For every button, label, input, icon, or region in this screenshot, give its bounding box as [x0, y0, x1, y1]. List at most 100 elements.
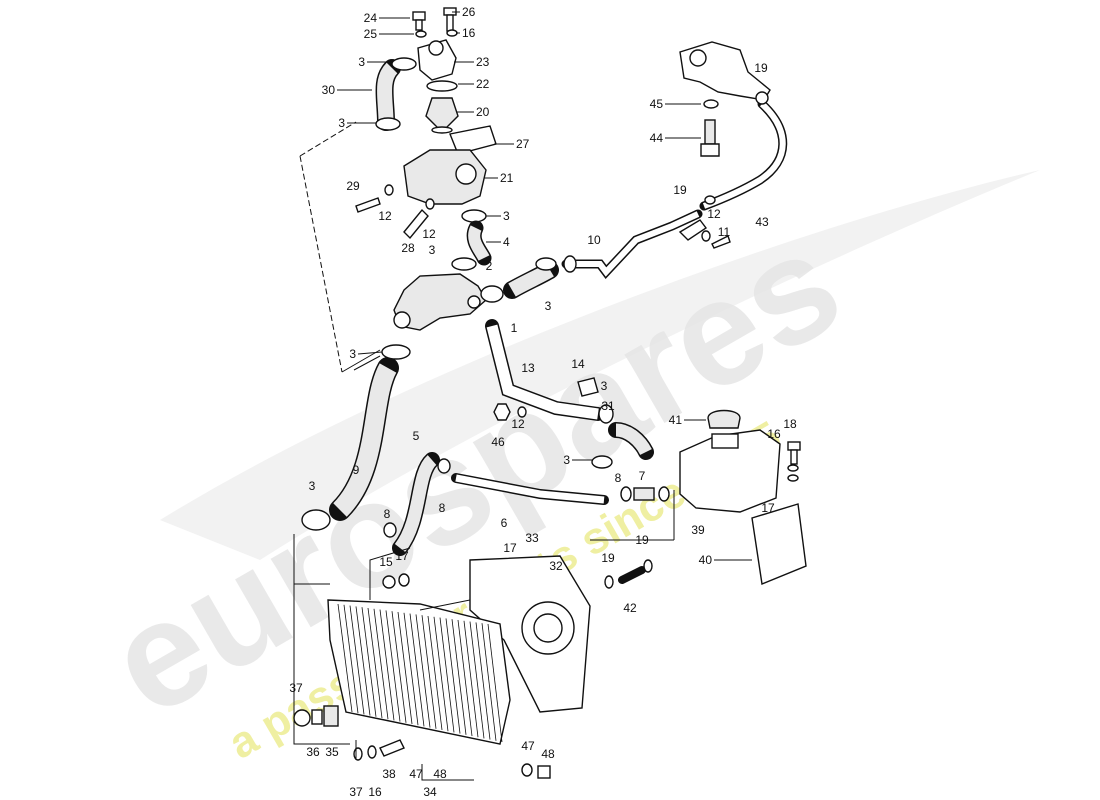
- callout-31: 31: [601, 399, 615, 413]
- washer-12-a: [384, 184, 394, 196]
- radiator-fin: [391, 611, 407, 723]
- leader-radiator-bottom: [293, 584, 350, 745]
- callout-16: 16: [368, 785, 382, 799]
- washer-37-a: [293, 709, 311, 727]
- callout-28: 28: [401, 241, 415, 255]
- callout-16: 16: [462, 26, 476, 40]
- clamp-8-a: [620, 486, 632, 502]
- leader-3-g: [341, 349, 381, 373]
- callout-41: 41: [669, 413, 683, 427]
- clamp-3-b: [375, 117, 401, 131]
- radiator-fin: [355, 606, 371, 716]
- housing-21-outlet: [455, 163, 477, 185]
- radiator-fin: [481, 623, 497, 741]
- callout-48: 48: [433, 767, 447, 781]
- hose-43-inner: [702, 101, 786, 209]
- clamp-19-top: [755, 91, 769, 105]
- temp-sensor-44: [704, 119, 716, 145]
- bolt-18-shank: [790, 449, 798, 465]
- watermark-swoosh: [160, 170, 1040, 560]
- tank-filler-neck: [711, 433, 739, 449]
- callout-22: 22: [476, 77, 490, 91]
- washer-12-c: [701, 230, 711, 242]
- washer-17-b: [398, 573, 410, 587]
- thermostat-seal: [431, 126, 453, 134]
- bolt-29: [355, 197, 381, 213]
- clamp-3-g: [381, 344, 411, 360]
- callout-16: 16: [767, 427, 781, 441]
- washer-16-top: [446, 29, 458, 37]
- washer-12-b: [425, 198, 435, 210]
- callout-3: 3: [563, 453, 570, 467]
- radiator-34: [327, 599, 511, 745]
- washer-25: [415, 30, 427, 38]
- callout-7: 7: [639, 469, 646, 483]
- hose-30-inner: [377, 62, 398, 123]
- callout-19: 19: [673, 183, 687, 197]
- callout-20: 20: [476, 105, 490, 119]
- callout-12: 12: [378, 209, 392, 223]
- radiator-fin: [409, 613, 425, 727]
- callout-12: 12: [511, 417, 525, 431]
- clamp-19-mid: [704, 195, 716, 205]
- bolt-38: [379, 739, 405, 757]
- washer-16-b: [787, 464, 799, 472]
- radiator-fin: [427, 615, 443, 731]
- bolt-18: [787, 441, 801, 451]
- callout-3: 3: [545, 299, 552, 313]
- radiator-fin: [367, 607, 383, 719]
- housing-bolt-hole: [689, 49, 707, 67]
- hose-5-inner: [394, 455, 437, 553]
- leader-34: [421, 764, 474, 781]
- clamp-3-d: [451, 257, 477, 271]
- callout-44: 44: [650, 131, 664, 145]
- callout-38: 38: [382, 767, 396, 781]
- callout-24: 24: [364, 11, 378, 25]
- hose-4-inner: [468, 225, 490, 261]
- clamp-3-a: [391, 57, 417, 71]
- leader-lines: [293, 121, 675, 781]
- bolt-24-shank: [415, 19, 423, 31]
- plug-36: [311, 709, 323, 725]
- nut-15: [382, 575, 396, 589]
- callout-10: 10: [587, 233, 601, 247]
- temp-sensor-44-base: [700, 143, 720, 157]
- water-pump-pulley: [393, 311, 411, 329]
- callout-3: 3: [349, 347, 356, 361]
- callout-34: 34: [423, 785, 437, 799]
- callout-30: 30: [322, 83, 336, 97]
- callout-26: 26: [462, 5, 476, 19]
- clamp-19-c: [604, 575, 614, 589]
- radiator-fin: [397, 611, 413, 725]
- callout-42: 42: [623, 601, 637, 615]
- radiator-fin: [451, 619, 467, 735]
- radiator-fin: [349, 605, 365, 715]
- callout-43: 43: [755, 215, 769, 229]
- washer-45: [703, 99, 719, 109]
- clamp-8-b: [658, 486, 670, 502]
- radiator-fin: [403, 612, 419, 726]
- leader-hose-5: [369, 547, 411, 600]
- callout-48: 48: [541, 747, 555, 761]
- callout-33: 33: [525, 531, 539, 545]
- sensor-14: [577, 377, 599, 397]
- clamp-3-f: [598, 404, 614, 424]
- callout-46: 46: [491, 435, 505, 449]
- clamp-19-d: [643, 559, 653, 573]
- pipe-13-inner: [486, 324, 599, 420]
- callout-8: 8: [439, 501, 446, 515]
- fan-shroud-hub: [533, 613, 563, 643]
- callout-3: 3: [503, 209, 510, 223]
- callout-14: 14: [571, 357, 585, 371]
- callout-19: 19: [635, 533, 649, 547]
- plug-48: [537, 765, 551, 779]
- radiator-fin: [415, 614, 431, 728]
- radiator-fin: [421, 615, 437, 729]
- radiator-fin: [379, 609, 395, 721]
- callout-2: 2: [486, 259, 493, 273]
- callout-27: 27: [516, 137, 530, 151]
- callout-11: 11: [718, 225, 731, 239]
- leader-shroud: [419, 599, 471, 611]
